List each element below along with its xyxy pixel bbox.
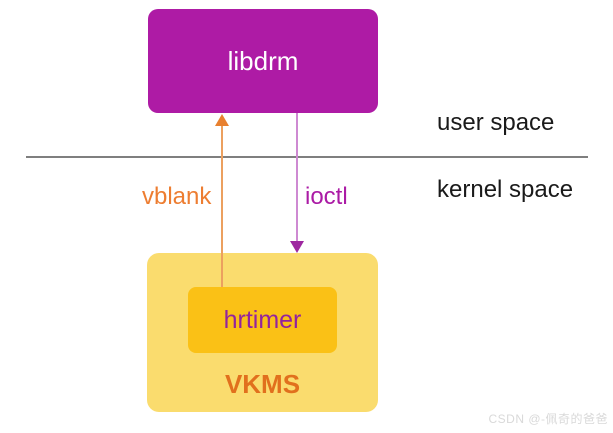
libdrm-label: libdrm [227,45,299,76]
libdrm-box: libdrm [148,9,378,113]
user-space-label: user space [437,109,555,136]
vblank-arrow-line [221,120,223,287]
vkms-label: VKMS [224,369,301,399]
ioctl-label: ioctl [305,183,348,210]
vblank-label: vblank [142,183,212,210]
ioctl-arrow-down-icon [290,241,304,253]
ioctl-arrow-line [296,113,298,243]
kernel-space-label: kernel space [437,176,574,203]
vblank-arrow-up-icon [215,114,229,126]
user-kernel-divider [26,156,588,158]
hrtimer-box: hrtimer [188,287,337,353]
hrtimer-label: hrtimer [223,305,302,334]
vkms-box: hrtimer VKMS [147,253,378,412]
watermark: CSDN @-佩奇的爸爸 [488,412,608,426]
